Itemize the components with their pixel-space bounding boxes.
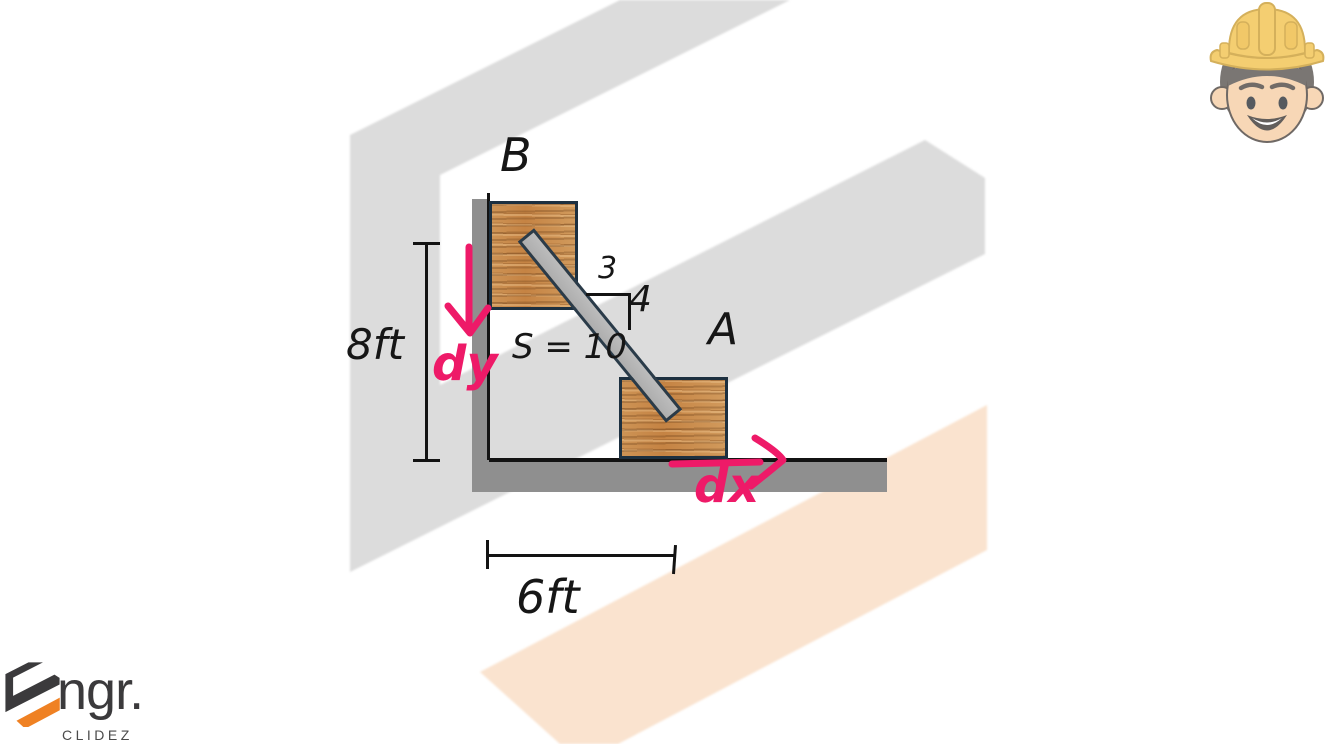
label-8ft: 8ft — [346, 320, 404, 369]
label-block-a: A — [708, 304, 739, 355]
construction-worker-avatar — [1209, 2, 1325, 143]
eyebrow-left — [1238, 82, 1265, 91]
hat-tab-left — [1219, 42, 1230, 59]
hat-tab-right — [1304, 42, 1315, 59]
dx-arrow-head — [747, 434, 787, 490]
eye-right — [1278, 96, 1288, 110]
hat-center-rib — [1258, 2, 1276, 56]
dim-8ft-line — [425, 243, 428, 461]
teeth — [1252, 118, 1282, 125]
hat-ridge-right — [1284, 21, 1298, 50]
label-block-b: B — [500, 128, 532, 182]
label-6ft: 6ft — [516, 570, 580, 624]
hat-ridge-left — [1236, 21, 1250, 50]
logo-e-orange — [16, 697, 60, 728]
watermark-gray-band — [350, 0, 985, 572]
label-slope-3: 3 — [598, 251, 618, 286]
dy-arrow-head — [444, 302, 492, 337]
logo-e-dark — [5, 662, 60, 713]
brand-logo-icon — [5, 662, 60, 728]
brand-name: ngr. — [57, 661, 144, 721]
label-slope-4: 4 — [629, 279, 652, 320]
dim-6ft-line — [487, 554, 675, 557]
eye-left — [1246, 96, 1256, 110]
block-a — [619, 377, 728, 459]
dim-6ft-tick-left — [486, 540, 489, 569]
dx-arrow-shaft — [668, 458, 764, 468]
floor-line — [489, 458, 887, 462]
dim-8ft-tick-top — [413, 242, 440, 245]
label-rod-length: S = 10 — [512, 327, 627, 367]
slope-triangle-horizontal — [586, 293, 631, 296]
brand-subtitle: CLIDEZ — [62, 727, 133, 743]
eyebrow-right — [1269, 82, 1296, 91]
hat-brim — [1209, 48, 1325, 71]
label-dy: dy — [432, 336, 498, 392]
wall-bar — [472, 199, 489, 461]
dim-8ft-tick-bottom — [413, 459, 440, 462]
wall-face-line — [487, 193, 490, 460]
slope-triangle-vertical — [628, 293, 631, 330]
